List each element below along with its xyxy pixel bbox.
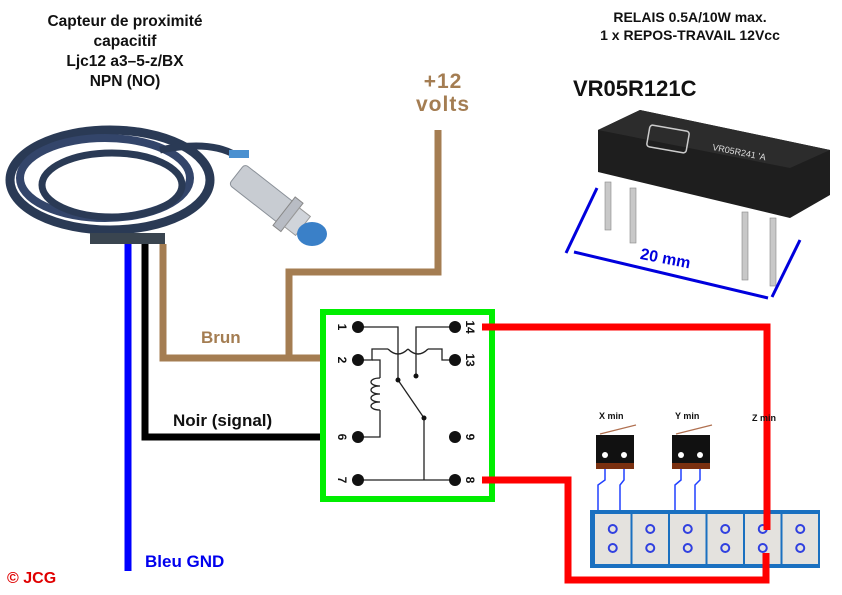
pin-label-13: 13 — [463, 353, 477, 367]
terminal-cell — [707, 514, 743, 564]
pin-6 — [352, 431, 364, 443]
pin-label-14: 14 — [463, 320, 477, 334]
terminal-screw — [607, 543, 618, 553]
black-signal-wire — [141, 244, 333, 441]
supply-12v-wire — [285, 130, 442, 358]
relay-frame — [320, 309, 495, 502]
relay-nodes — [395, 373, 427, 421]
relay-pins — [352, 321, 461, 486]
switch-label-z: Z min — [752, 413, 776, 423]
terminal-screw — [720, 543, 731, 553]
sensor-model: Ljc12 a3–5-z/BX — [66, 53, 184, 70]
relay-spec-line: 1 x REPOS-TRAVAIL 12Vcc — [600, 27, 780, 43]
relay-model: VR05R121C — [573, 76, 697, 101]
pin-9 — [449, 431, 461, 443]
blue-wire-label: Bleu GND — [145, 552, 225, 571]
sensor-title: Capteur de proximité capacitif Ljc12 a3–… — [0, 12, 250, 92]
brown-wire — [159, 244, 333, 362]
terminal-screw — [720, 524, 731, 534]
pin-8 — [449, 474, 461, 486]
switch-label-y: Y min — [675, 411, 700, 421]
supply-unit: volts — [415, 93, 470, 116]
terminal-cell — [595, 514, 631, 564]
pin-label-1: 1 — [335, 324, 349, 331]
terminal-cell — [670, 514, 706, 564]
relay-schematic — [358, 326, 455, 481]
terminal-screw — [682, 524, 693, 534]
dimension-line — [573, 250, 769, 300]
red-wire-pin14 — [482, 323, 771, 533]
supply-label: +12 volts — [398, 70, 488, 116]
pin-label-9: 9 — [463, 434, 477, 441]
terminal-block — [590, 510, 820, 568]
terminal-cell — [782, 514, 818, 564]
terminal-screw — [607, 524, 618, 534]
red-wire-pin8 — [482, 476, 770, 584]
pin-2 — [352, 354, 364, 366]
terminal-cell — [632, 514, 668, 564]
sensor-title-line: Capteur de proximité — [47, 13, 203, 30]
supply-voltage: +12 — [423, 70, 463, 93]
pin-14 — [449, 321, 461, 333]
pin-label-7: 7 — [335, 477, 349, 484]
switch-y-min — [672, 424, 713, 512]
relay-photo: VR05R241 'A — [564, 110, 830, 300]
sensor-title-line: capacitif — [93, 33, 157, 50]
relay-spec: RELAIS 0.5A/10W max. 1 x REPOS-TRAVAIL 1… — [540, 8, 840, 44]
copyright: © JCG — [7, 570, 57, 587]
black-wire-label: Noir (signal) — [173, 411, 273, 430]
switch-label-x: X min — [599, 411, 624, 421]
pin-label-8: 8 — [463, 477, 477, 484]
sensor-type: NPN (NO) — [89, 73, 161, 90]
pin-1 — [352, 321, 364, 333]
pin-label-2: 2 — [335, 357, 349, 364]
sensor-photo — [5, 125, 327, 246]
pin-13 — [449, 354, 461, 366]
terminal-screw — [795, 543, 806, 553]
terminal-screw — [645, 543, 656, 553]
relay-spec-line: RELAIS 0.5A/10W max. — [613, 9, 767, 25]
pin-label-6: 6 — [335, 434, 349, 441]
brown-wire-label: Brun — [201, 328, 241, 347]
terminal-screw — [757, 543, 768, 553]
pin-7 — [352, 474, 364, 486]
terminal-screw — [645, 524, 656, 534]
terminal-screw — [682, 543, 693, 553]
switch-x-min — [596, 424, 637, 512]
terminal-screw — [795, 524, 806, 534]
